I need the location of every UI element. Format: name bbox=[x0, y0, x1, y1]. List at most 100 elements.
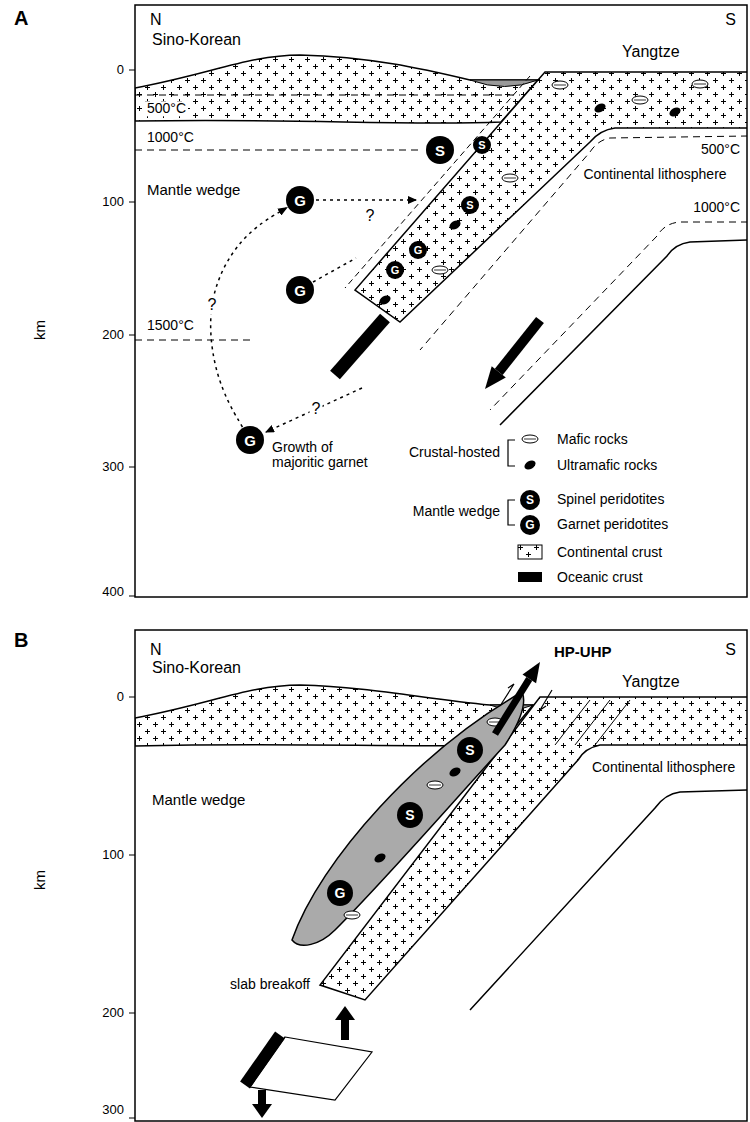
rock-type-letter: S bbox=[478, 140, 485, 151]
diagram-label: 500°C bbox=[699, 142, 742, 157]
thrust-fault bbox=[555, 700, 630, 745]
breakoff-arrow bbox=[252, 1006, 355, 1118]
diagram-label: Crustal-hosted bbox=[407, 445, 502, 460]
diagram-label: A bbox=[12, 7, 30, 29]
crustal-rocks bbox=[448, 219, 462, 232]
rock-type-letter: G bbox=[294, 283, 306, 298]
peridotite-symbol: G bbox=[236, 426, 264, 454]
crustal-rocks bbox=[502, 174, 518, 182]
legend-item: Garnet peridotites bbox=[517, 516, 670, 532]
breakoff-arrow bbox=[335, 1006, 355, 1020]
peridotite-symbol: G bbox=[386, 261, 404, 279]
peridotite-symbol: S bbox=[397, 802, 423, 828]
rock-type-letter: G bbox=[294, 193, 306, 208]
slab-interface bbox=[345, 76, 530, 288]
tick-label: 0 bbox=[115, 63, 126, 77]
legend-sample bbox=[517, 457, 543, 473]
crustal-rocks bbox=[632, 96, 648, 104]
path-arrow bbox=[316, 199, 416, 201]
peridotite-symbol: S bbox=[461, 196, 479, 214]
subduction-arrow bbox=[485, 366, 506, 389]
mafic-rock-symbol bbox=[522, 435, 538, 443]
diagram-label: 500°C bbox=[145, 101, 188, 116]
diagram-label: 1000°C bbox=[691, 200, 742, 215]
diagram-label: Mantle wedge bbox=[411, 504, 502, 519]
path-arrow bbox=[211, 208, 287, 427]
axis-title: km bbox=[32, 318, 49, 342]
isotherm bbox=[420, 136, 747, 350]
rock-type-letter: S bbox=[466, 200, 473, 211]
oceanic-crust bbox=[245, 1035, 280, 1085]
section-a bbox=[135, 55, 747, 525]
path-arrow bbox=[266, 200, 416, 432]
diagram-label: Mantle wedge bbox=[145, 182, 242, 199]
uhp-slice bbox=[292, 692, 524, 945]
crustal-rocks bbox=[344, 911, 360, 919]
panel-frame bbox=[135, 5, 747, 1121]
peridotite-symbol: G bbox=[327, 880, 353, 906]
legend-item: Continental crust bbox=[517, 544, 664, 560]
legend-item: Ultramafic rocks bbox=[517, 457, 659, 473]
legend-text: Spinel peridotites bbox=[555, 491, 666, 507]
diagram-label: Sino-Korean bbox=[150, 31, 243, 49]
diagram-label: ? bbox=[364, 207, 377, 225]
sino-korean-crust bbox=[135, 55, 538, 123]
diagram-label: 1000°C bbox=[145, 130, 196, 145]
rock-type-letter: G bbox=[335, 886, 346, 900]
legend-sample bbox=[517, 457, 543, 473]
exhumation-arrow bbox=[495, 662, 540, 734]
legend-sample bbox=[517, 431, 543, 447]
legend-item: Oceanic crust bbox=[517, 569, 645, 585]
breakoff-arrow bbox=[341, 1020, 349, 1040]
lithosphere-base bbox=[470, 790, 747, 1010]
peridotite-symbol: S bbox=[473, 136, 491, 154]
diagram-label: N bbox=[148, 641, 164, 659]
legend-item: Spinel peridotites bbox=[517, 491, 666, 507]
peridotite-symbol: G bbox=[409, 241, 427, 259]
crustal-rocks bbox=[427, 781, 443, 789]
depth-ticks bbox=[129, 70, 135, 1118]
diagram-label: Yangtze bbox=[620, 673, 682, 691]
diagram-label: S bbox=[723, 11, 738, 29]
oceanic-crust bbox=[335, 318, 385, 375]
isotherm bbox=[135, 95, 747, 410]
path-arrow bbox=[266, 388, 362, 432]
legend-text: Ultramafic rocks bbox=[555, 457, 659, 473]
ultramafic-rock-symbol bbox=[523, 459, 537, 472]
subduction-arrow bbox=[499, 320, 540, 372]
rock-type-letter: G bbox=[391, 265, 400, 276]
rock-type-letter: G bbox=[525, 519, 534, 531]
tick-label: 400 bbox=[100, 585, 126, 599]
legend-peridotite-symbol: G bbox=[520, 515, 540, 535]
isotherm bbox=[135, 95, 520, 96]
diagram-label: 1500°C bbox=[145, 318, 196, 333]
diagram-label: ? bbox=[310, 400, 323, 418]
crustal-rocks bbox=[668, 106, 682, 119]
diagram-label: Mantle wedge bbox=[150, 792, 247, 809]
tick-label: 300 bbox=[100, 1103, 126, 1117]
peridotite-symbol: G bbox=[286, 186, 314, 214]
diagram-label: HP-UHP bbox=[552, 644, 614, 661]
isotherm bbox=[490, 222, 747, 410]
rock-type-letter: S bbox=[405, 808, 414, 822]
panel-frame bbox=[135, 5, 747, 597]
crustal-rocks bbox=[593, 102, 607, 115]
legend-swatch bbox=[518, 572, 542, 582]
legend-text: Garnet peridotites bbox=[555, 516, 670, 532]
crustal-rocks bbox=[692, 80, 708, 88]
axis-title: km bbox=[32, 868, 49, 892]
breakoff-arrow bbox=[252, 1104, 272, 1118]
depth-ticks bbox=[129, 697, 135, 1118]
legend-bracket bbox=[508, 440, 515, 466]
tick-label: 100 bbox=[100, 848, 126, 862]
diagram-label: S bbox=[723, 641, 738, 659]
isotherm bbox=[135, 150, 418, 151]
crustal-rocks bbox=[378, 294, 392, 307]
path-arrow bbox=[313, 258, 356, 282]
tick-label: 200 bbox=[100, 1006, 126, 1020]
legend-sample bbox=[517, 431, 543, 447]
basin bbox=[470, 80, 538, 87]
crustal-rocks bbox=[552, 81, 568, 89]
legend-text: Continental crust bbox=[555, 544, 664, 560]
legend-sample bbox=[517, 544, 543, 560]
